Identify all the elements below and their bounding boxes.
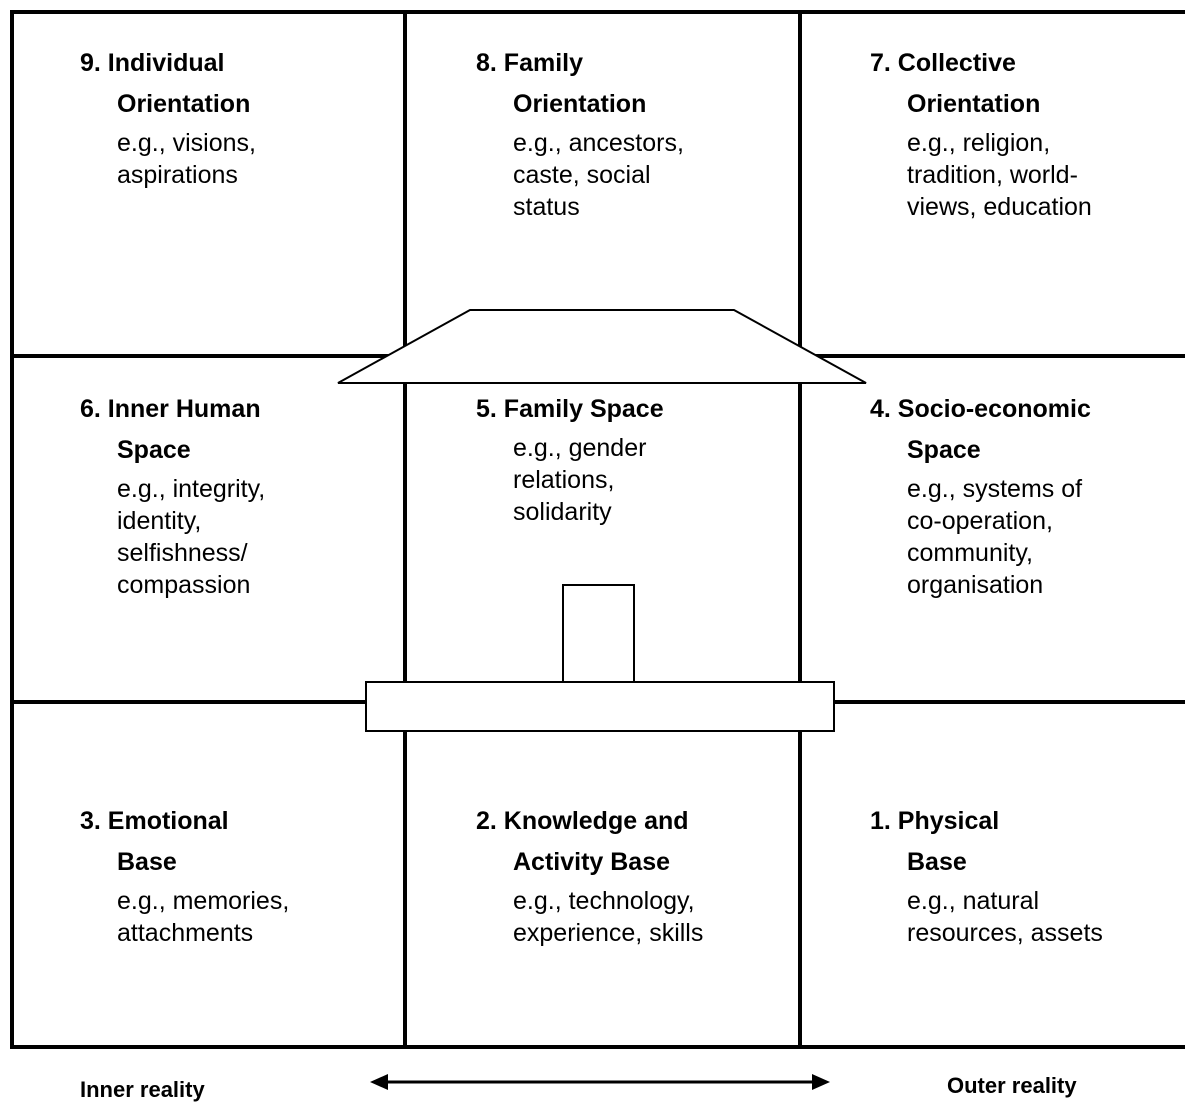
grid-line-col1 [403, 10, 407, 1049]
cell-title: 5. Family Space [476, 389, 664, 430]
cell-family-space: 5. Family Space e.g., gender relations, … [476, 389, 664, 528]
house-roof [337, 309, 867, 384]
cell-title-line2: Base [907, 848, 967, 876]
example-line: views, education [907, 193, 1092, 221]
cell-examples: e.g., ancestors, caste, social status [476, 127, 684, 223]
cell-title: 6. Inner Human Space [80, 389, 265, 471]
cell-number-title: 5. Family Space [476, 395, 664, 423]
cell-number-title: 9. Individual [80, 49, 225, 77]
cell-examples: e.g., integrity, identity, selfishness/ … [80, 473, 265, 601]
example-line: identity, [117, 507, 202, 535]
cell-examples: e.g., memories, attachments [80, 885, 289, 949]
example-line: e.g., memories, [117, 887, 290, 915]
example-line: aspirations [117, 161, 238, 189]
example-line: e.g., gender [513, 434, 647, 462]
cell-examples: e.g., religion, tradition, world- views,… [870, 127, 1092, 223]
reality-arrow-left-head [370, 1074, 388, 1090]
grid-line-left [10, 10, 14, 1049]
example-line: caste, social [513, 161, 651, 189]
cell-number-title: 2. Knowledge and [476, 807, 689, 835]
cell-title-line2: Activity Base [513, 848, 671, 876]
cell-title: 2. Knowledge and Activity Base [476, 801, 703, 883]
cell-examples: e.g., visions, aspirations [80, 127, 256, 191]
cell-title-line2: Base [117, 848, 177, 876]
outer-reality-label: Outer reality [947, 1073, 1077, 1098]
example-line: co-operation, [907, 507, 1053, 535]
cell-title: 4. Socio-economic Space [870, 389, 1091, 471]
example-line: status [513, 193, 580, 221]
cell-examples: e.g., technology, experience, skills [476, 885, 703, 949]
cell-title-line2: Space [117, 436, 191, 464]
cell-title-line2: Orientation [907, 90, 1041, 118]
example-line: solidarity [513, 498, 612, 526]
cell-title: 9. Individual Orientation [80, 43, 256, 125]
cell-number-title: 7. Collective [870, 49, 1016, 77]
example-line: e.g., religion, [907, 129, 1051, 157]
cell-title: 7. Collective Orientation [870, 43, 1092, 125]
example-line: attachments [117, 919, 254, 947]
reality-arrow-right-head [812, 1074, 830, 1090]
example-line: tradition, world- [907, 161, 1078, 189]
house-foundation [365, 681, 835, 732]
cell-number-title: 4. Socio-economic [870, 395, 1091, 423]
cell-collective-orientation: 7. Collective Orientation e.g., religion… [870, 43, 1092, 223]
cell-title: 1. Physical Base [870, 801, 1103, 883]
cell-number-title: 8. Family [476, 49, 583, 77]
grid-line-col2 [798, 10, 802, 1049]
cell-number-title: 1. Physical [870, 807, 1000, 835]
cell-examples: e.g., natural resources, assets [870, 885, 1103, 949]
example-line: e.g., ancestors, [513, 129, 684, 157]
cell-title: 3. Emotional Base [80, 801, 289, 883]
cell-individual-orientation: 9. Individual Orientation e.g., visions,… [80, 43, 256, 191]
cell-title-line2: Space [907, 436, 981, 464]
cell-family-orientation: 8. Family Orientation e.g., ancestors, c… [476, 43, 684, 223]
cell-knowledge-activity-base: 2. Knowledge and Activity Base e.g., tec… [476, 801, 703, 949]
grid-line-bottom [10, 1045, 1185, 1049]
cell-number-title: 3. Emotional [80, 807, 229, 835]
cell-title-line2: Orientation [117, 90, 251, 118]
example-line: resources, assets [907, 919, 1103, 947]
example-line: selfishness/ [117, 539, 248, 567]
example-line: community, [907, 539, 1033, 567]
cell-examples: e.g., gender relations, solidarity [476, 432, 664, 528]
example-line: organisation [907, 571, 1044, 599]
example-line: e.g., integrity, [117, 475, 266, 503]
example-line: relations, [513, 466, 615, 494]
cell-emotional-base: 3. Emotional Base e.g., memories, attach… [80, 801, 289, 949]
example-line: e.g., technology, [513, 887, 695, 915]
house-door [562, 584, 635, 684]
grid-line-top [10, 10, 1185, 14]
inner-reality-label: Inner reality [80, 1077, 205, 1102]
cell-title-line2: Orientation [513, 90, 647, 118]
cell-socio-economic-space: 4. Socio-economic Space e.g., systems of… [870, 389, 1091, 601]
cell-examples: e.g., systems of co-operation, community… [870, 473, 1091, 601]
cell-number-title: 6. Inner Human [80, 395, 261, 423]
example-line: experience, skills [513, 919, 704, 947]
cell-title: 8. Family Orientation [476, 43, 684, 125]
example-line: e.g., systems of [907, 475, 1083, 503]
example-line: e.g., visions, [117, 129, 256, 157]
cell-physical-base: 1. Physical Base e.g., natural resources… [870, 801, 1103, 949]
cell-inner-human-space: 6. Inner Human Space e.g., integrity, id… [80, 389, 265, 601]
example-line: e.g., natural [907, 887, 1040, 915]
example-line: compassion [117, 571, 251, 599]
